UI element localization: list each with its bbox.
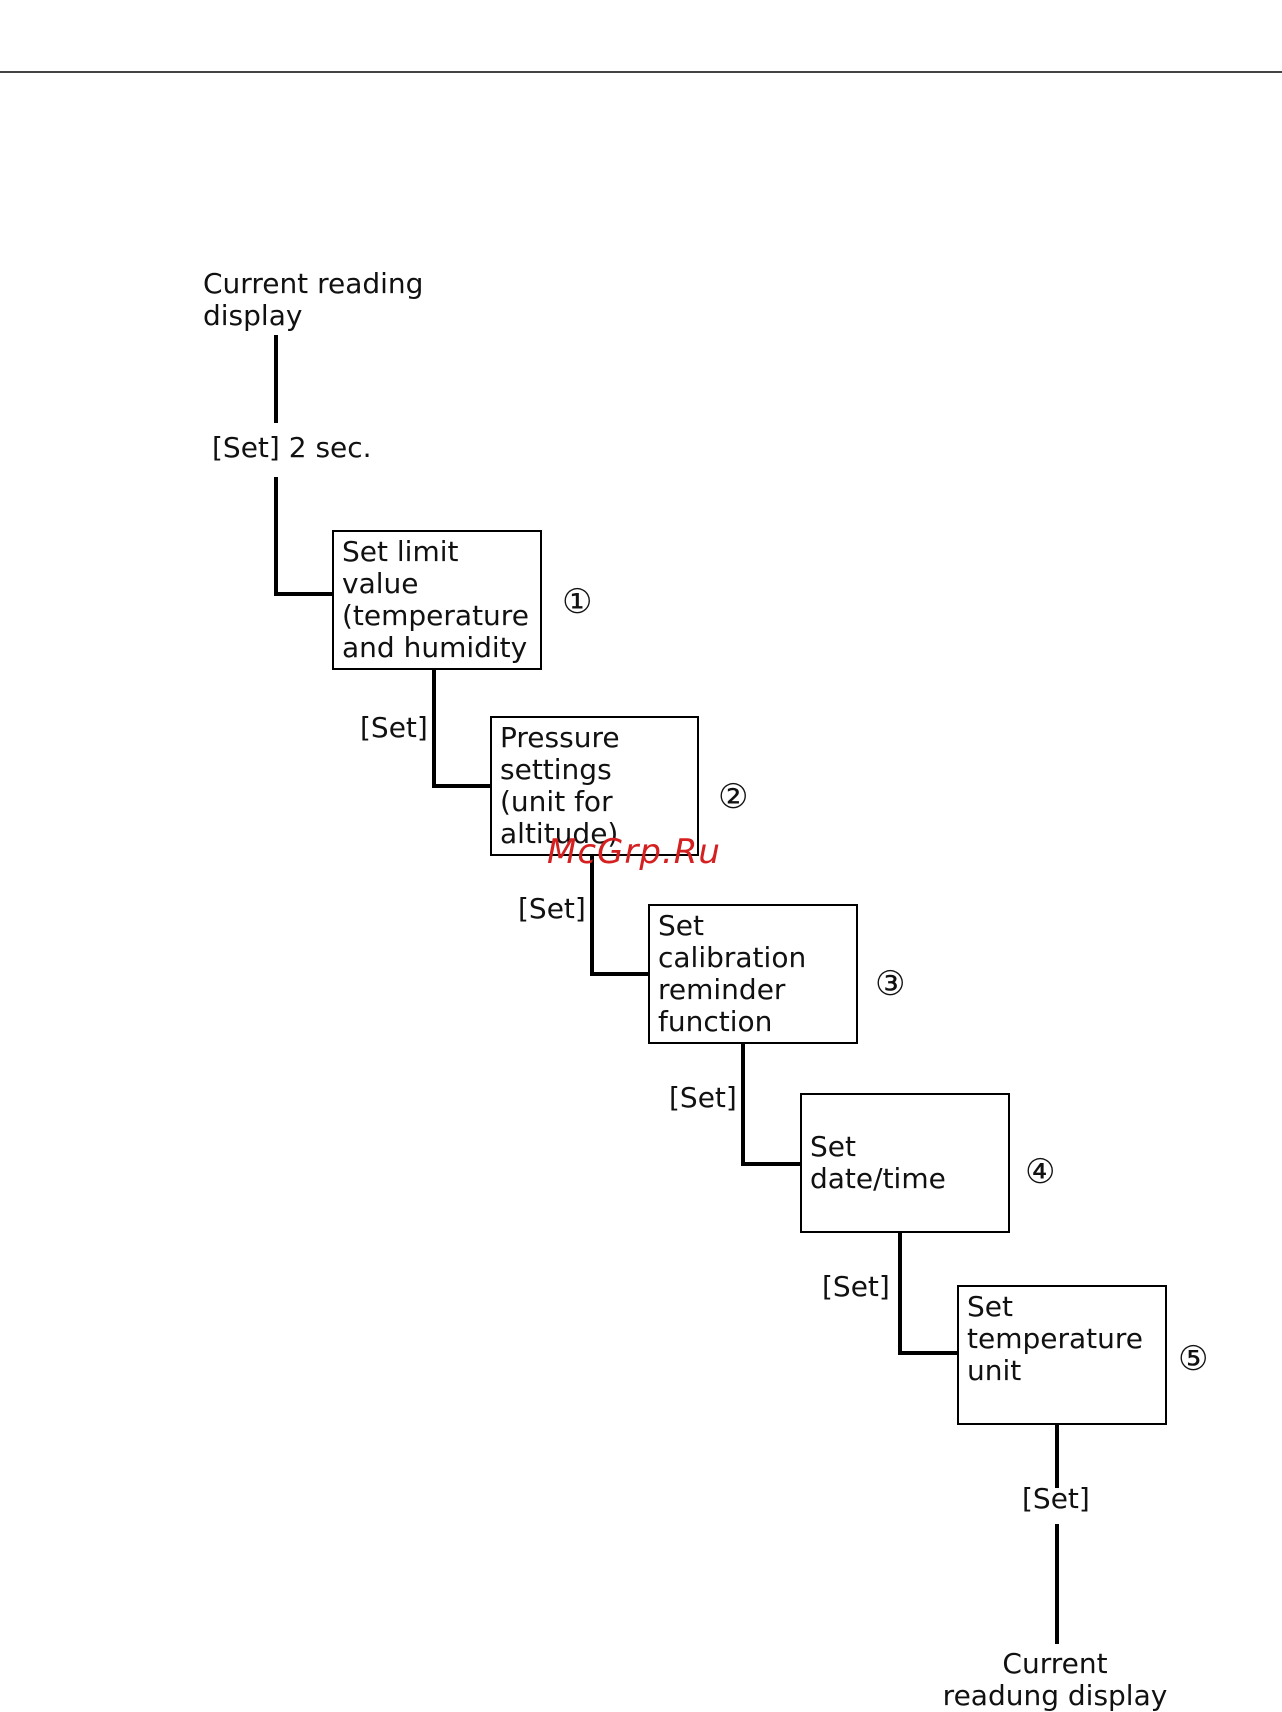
step-number-3: ③ <box>875 965 905 1003</box>
transition-label-hold: [Set] 2 sec. <box>212 432 372 464</box>
step-box-date-time-text: Set date/time <box>810 1131 1000 1195</box>
step-number-1: ① <box>562 583 592 621</box>
step-box-date-time: Set date/time <box>800 1093 1010 1233</box>
step-number-2: ② <box>718 778 748 816</box>
connector-1-vertical <box>432 670 436 788</box>
connector-start-bottom <box>274 477 278 596</box>
step-number-4: ④ <box>1025 1153 1055 1191</box>
step-number-5: ⑤ <box>1178 1340 1208 1378</box>
watermark: McGrp.Ru <box>547 832 721 872</box>
connector-2-vertical <box>590 856 594 976</box>
step-box-limit-value: Set limit value (temperature and humidit… <box>332 530 542 670</box>
connector-end-bottom <box>1055 1524 1059 1644</box>
transition-label-3: [Set] <box>669 1082 737 1114</box>
step-box-calibration-reminder: Set calibration reminder function <box>648 904 858 1044</box>
end-node-label: Current readung display <box>915 1648 1195 1712</box>
connector-3-vertical <box>741 1044 745 1166</box>
transition-label-5: [Set] <box>1022 1483 1090 1515</box>
start-node-label: Current reading display <box>203 268 423 332</box>
transition-label-1: [Set] <box>360 712 428 744</box>
connector-2-horizontal <box>590 972 648 976</box>
transition-label-4: [Set] <box>822 1271 890 1303</box>
connector-3-horizontal <box>741 1162 800 1166</box>
connector-4-vertical <box>898 1233 902 1355</box>
connector-end-top <box>1055 1425 1059 1488</box>
connector-4-horizontal <box>898 1351 957 1355</box>
connector-1-horizontal <box>432 784 490 788</box>
step-box-temperature-unit: Set temperature unit <box>957 1285 1167 1425</box>
top-rule <box>0 71 1282 73</box>
connector-start-top <box>274 335 278 423</box>
connector-start-horizontal <box>274 592 332 596</box>
transition-label-2: [Set] <box>518 893 586 925</box>
